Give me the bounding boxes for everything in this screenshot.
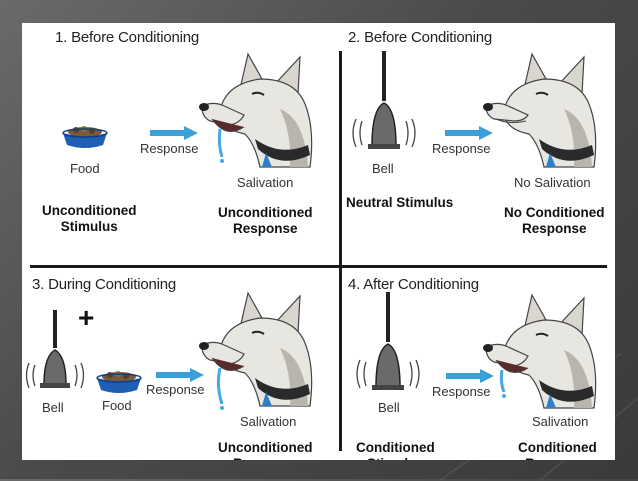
panel-title: 3. During Conditioning [32,276,177,293]
stimulus-label: Bell [372,161,394,176]
response-label: No Salivation [514,175,591,190]
vertical-divider [339,51,342,451]
arrow-label: Response [140,141,199,156]
horizontal-divider [30,265,607,268]
response-label: Salivation [240,414,297,429]
stimulus-type: Neutral Stimulus [346,195,454,210]
bell-icon [25,310,85,389]
arrow-label: Response [432,384,491,399]
plus-sign: + [78,302,95,333]
dog-salivating-icon [199,52,313,168]
stimulus-label: Food [70,161,100,176]
panel-before-conditioning-2: 2. Before Conditioning Bell Response [342,23,615,265]
panel-title: 1. Before Conditioning [55,29,200,46]
dog-salivating-icon [199,291,313,410]
panel-during-conditioning: 3. During Conditioning + Bell Food Respo… [22,268,339,460]
dog-salivating-icon [483,293,597,409]
food-bowl-icon [96,371,142,393]
bell-icon [352,51,416,149]
response-label: Salivation [237,175,294,190]
stimulus-label-2: Food [102,398,132,413]
panel-title: 2. Before Conditioning [348,29,493,46]
food-bowl-icon [62,126,108,148]
bell-icon [356,292,420,390]
arrow-icon [446,369,494,383]
panel-before-conditioning-1: 1. Before Conditioning Food Response [22,23,339,265]
arrow-icon [445,126,493,140]
response-label: Salivation [532,414,589,429]
slide-canvas: 1. Before Conditioning Food Response [22,23,615,460]
stimulus-label: Bell [42,400,64,415]
arrow-icon [156,368,204,382]
panel-after-conditioning: 4. After Conditioning Bell Response [342,268,615,460]
panel-title: 4. After Conditioning [348,276,479,293]
stimulus-type: ConditionedStimulus [356,440,435,460]
arrow-label: Response [432,141,491,156]
arrow-label: Response [146,382,205,397]
stimulus-label: Bell [378,400,400,415]
arrow-icon [150,126,198,140]
dog-neutral-icon [483,52,597,168]
